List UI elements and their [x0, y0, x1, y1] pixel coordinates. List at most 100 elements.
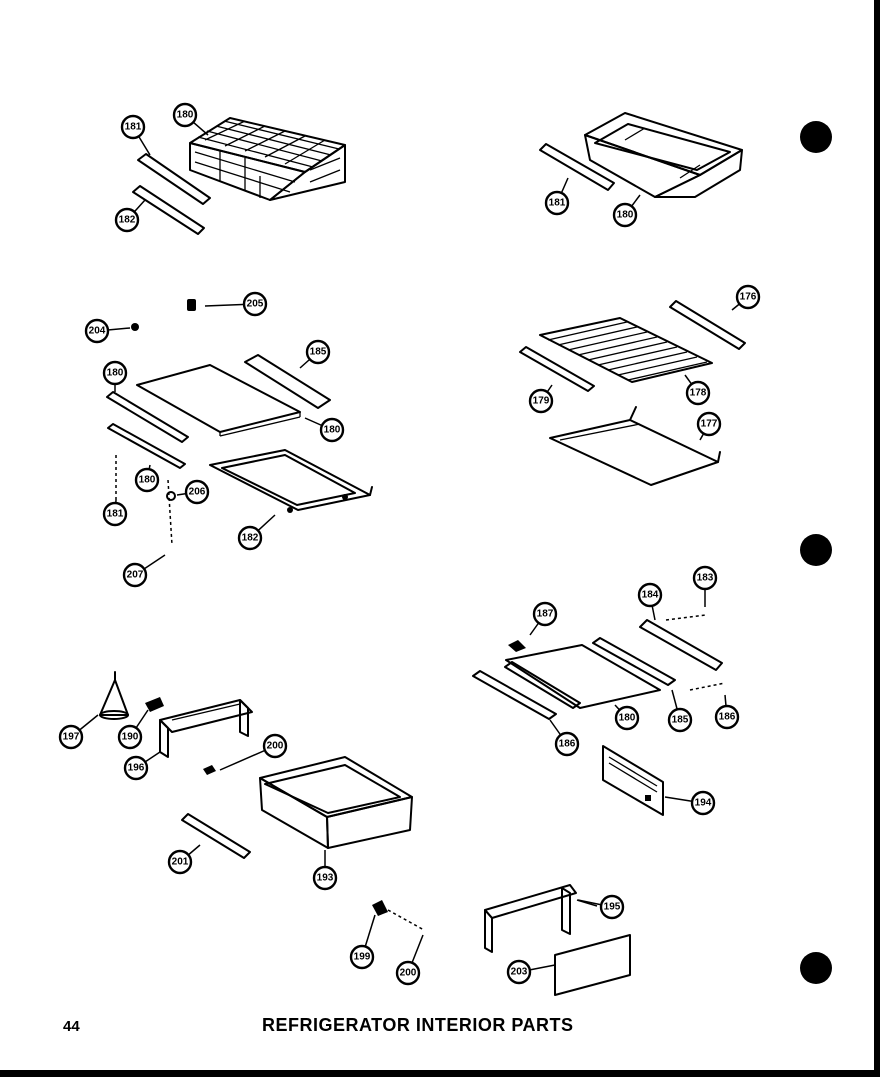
bracket-clip [508, 640, 526, 652]
callout-circle [102, 360, 128, 386]
callout-circle [122, 562, 148, 588]
page-number: 44 [63, 1018, 80, 1035]
callout-179: 179 [528, 384, 554, 414]
callout-label: 182 [242, 533, 259, 544]
callout-circle [305, 339, 331, 365]
callout-181: 181 [120, 114, 151, 156]
callout-circle [134, 467, 160, 493]
meat-keeper-pan [259, 756, 413, 849]
callout-199: 199 [349, 914, 376, 970]
callout-180: 180 [102, 360, 128, 392]
callout-180: 180 [612, 194, 641, 228]
lower-shelf-trim-right [592, 637, 676, 686]
callout-circle [714, 704, 740, 730]
callout-label: 201 [172, 857, 189, 868]
callout-185: 185 [299, 339, 331, 369]
callout-190: 190 [117, 709, 149, 750]
callout-200: 200 [395, 934, 424, 986]
callout-180: 180 [304, 417, 345, 443]
callout-circle [114, 207, 140, 233]
callout-label: 176 [740, 292, 757, 303]
callout-180: 180 [172, 102, 209, 136]
callout-200: 200 [219, 733, 288, 771]
callout-204: 204 [84, 318, 131, 344]
callout-circle [696, 411, 722, 437]
callout-circle [506, 959, 532, 985]
callout-circle [614, 705, 640, 731]
callout-182: 182 [114, 199, 146, 233]
callout-layer: 1811801821811802052041851801801802061811… [58, 102, 761, 986]
lower-shelf-rail-front [472, 670, 557, 720]
binder-hole-middle [800, 534, 832, 566]
callout-196: 196 [123, 751, 161, 781]
callout-label: 185 [310, 347, 327, 358]
callout-label: 196 [128, 763, 145, 774]
callout-185: 185 [667, 689, 693, 733]
shelf-trim-rear [244, 354, 331, 409]
control-knob [99, 671, 129, 720]
callout-197: 197 [58, 714, 99, 750]
keeper-tab [203, 765, 216, 775]
callout-label: 200 [267, 741, 284, 752]
callout-label: 181 [107, 509, 124, 520]
callout-label: 190 [122, 732, 139, 743]
callout-circle [242, 291, 268, 317]
callout-181: 181 [102, 499, 128, 527]
basket-rail-upper [137, 153, 211, 205]
shelf-side-rail [107, 423, 186, 469]
callout-label: 200 [400, 968, 417, 979]
crisper-pan [584, 112, 743, 198]
callout-180: 180 [134, 464, 160, 493]
wire-shelf-frame [549, 406, 721, 486]
callout-label: 182 [119, 215, 136, 226]
callout-label: 180 [177, 110, 194, 121]
callout-186: 186 [714, 694, 740, 730]
callout-label: 180 [324, 425, 341, 436]
drawer-front-panel [602, 745, 664, 816]
callout-label: 185 [672, 715, 689, 726]
callout-circle [262, 733, 288, 759]
callout-183: 183 [692, 565, 718, 607]
callout-203: 203 [506, 959, 556, 985]
lower-glass-shelf [505, 644, 661, 709]
callout-label: 206 [189, 487, 206, 498]
keeper-clip [145, 697, 164, 712]
keeper-rail [181, 813, 251, 859]
callout-circle [685, 380, 711, 406]
callout-circle [395, 960, 421, 986]
callout-circle [184, 479, 210, 505]
callout-label: 180 [139, 475, 156, 486]
callout-184: 184 [637, 582, 663, 621]
keeper-cover-frame [159, 699, 253, 758]
callout-circle [544, 190, 570, 216]
callout-206: 206 [176, 479, 210, 505]
page-title: REFRIGERATOR INTERIOR PARTS [262, 1015, 574, 1035]
washer-206 [166, 491, 176, 501]
callout-label: 187 [537, 609, 554, 620]
callout-circle [349, 944, 375, 970]
callout-label: 180 [617, 210, 634, 221]
callout-label: 183 [697, 573, 714, 584]
screw-path-183 [665, 614, 707, 621]
callout-label: 186 [559, 739, 576, 750]
callout-circle [102, 501, 128, 527]
callout-circle [599, 894, 625, 920]
callout-201: 201 [167, 844, 201, 875]
callout-label: 204 [89, 326, 106, 337]
callout-label: 180 [619, 713, 636, 724]
glass-shelf [136, 364, 301, 437]
callout-label: 197 [63, 732, 80, 743]
callout-176: 176 [731, 284, 761, 311]
callout-label: 184 [642, 590, 659, 601]
callout-circle [637, 582, 663, 608]
callout-187: 187 [529, 601, 558, 636]
crisper-rail [539, 143, 615, 191]
shelf-frame [209, 449, 373, 513]
wire-basket [189, 117, 346, 201]
callout-label: 195 [604, 902, 621, 913]
callout-circle [690, 790, 716, 816]
callout-circle [554, 731, 580, 757]
callout-label: 203 [511, 967, 528, 978]
